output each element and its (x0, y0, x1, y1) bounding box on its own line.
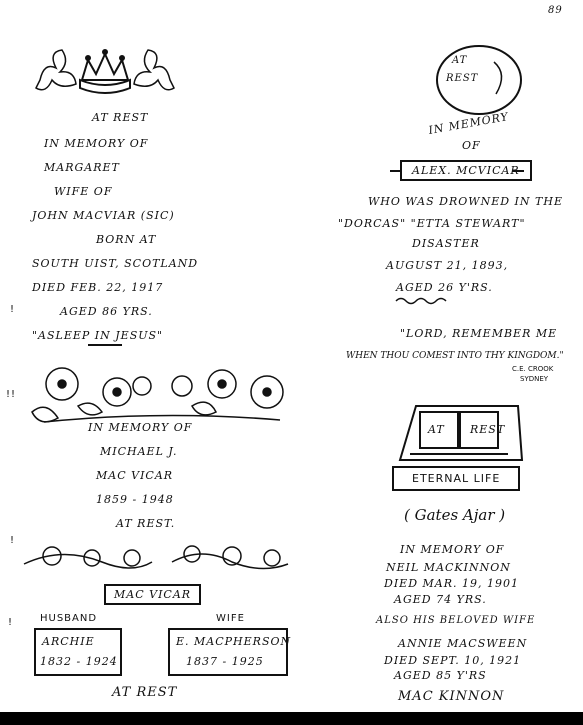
family-at-rest: AT REST (112, 685, 178, 700)
surname-banner: MAC VICAR (104, 584, 202, 605)
verse-underline (88, 344, 122, 346)
birthplace: SOUTH UIST, SCOTLAND (32, 257, 199, 270)
wife-full-name: ANNIE MACSWEEN (398, 637, 528, 650)
age: AGED 86 YRS. (60, 305, 153, 318)
husband-dates: 1832 - 1924 (40, 655, 118, 668)
born-at: BORN AT (96, 233, 157, 246)
wife-age: AGED 85 Y'RS (394, 669, 487, 682)
husband-name: JOHN MACVIAR (SIC) (32, 209, 175, 222)
in-memory-of: IN MEMORY OF (44, 137, 149, 150)
verse-line-2: WHEN THOU COMEST INTO THY KINGDOM." (346, 351, 564, 361)
epitaph-verse: "ASLEEP IN JESUS" (32, 329, 164, 342)
death-date: DIED FEB. 22, 1917 (32, 281, 164, 294)
book-name: NEIL MACKINNON (386, 561, 511, 574)
name-scroll: ALEX. MCVICAR (400, 160, 532, 181)
gates-ajar-script: ( Gates Ajar ) (404, 506, 506, 524)
wife-dates: 1837 - 1925 (186, 655, 264, 668)
book-aged: AGED 74 YRS. (394, 593, 487, 606)
stonemaker-city: SYDNEY (520, 375, 549, 383)
scroll-line-left (390, 170, 400, 172)
stonemaker: C.E. CROOK (512, 365, 554, 373)
book-surname: MAC KINNON (398, 689, 505, 704)
flower-dates: 1859 - 1948 (96, 493, 174, 506)
husband-label: HUSBAND (40, 613, 98, 624)
wife-name: E. MACPHERSON (176, 635, 292, 648)
wife-plaque (168, 628, 288, 676)
scribble-ornament (395, 297, 447, 305)
flower-in-memory: IN MEMORY OF (88, 421, 193, 434)
flower-border-icon (23, 545, 289, 570)
also-beloved-wife: ALSO HIS BELOVED WIFE (376, 615, 536, 626)
arched-of: OF (462, 139, 481, 152)
book-page-left: AT (428, 423, 445, 436)
flower-surname: MAC VICAR (96, 469, 174, 482)
medallion-rest: REST (446, 73, 479, 84)
page-number: 89 (548, 5, 563, 16)
ship-names: "DORCAS" "ETTA STEWART" (338, 217, 526, 230)
book-in-memory: IN MEMORY OF (400, 543, 505, 556)
wife-label: WIFE (216, 613, 245, 624)
at-rest-medallion (436, 45, 522, 115)
medallion-at: AT (452, 55, 468, 66)
bottom-edge (0, 712, 583, 725)
wife-of: WIFE OF (54, 185, 113, 198)
husband-plaque (34, 628, 122, 676)
deceased-name: MARGARET (44, 161, 120, 174)
margin-mark: ! (10, 304, 16, 315)
disaster: DISASTER (412, 237, 480, 250)
wife-death-date: DIED SEPT. 10, 1921 (384, 654, 522, 667)
margin-mark: !! (6, 389, 17, 400)
crown-icon (35, 49, 175, 94)
drowning-date: AUGUST 21, 1893, (386, 259, 509, 272)
drowned-line: WHO WAS DROWNED IN THE (368, 195, 563, 208)
flower-first-name: MICHAEL J. (100, 445, 178, 458)
at-rest-heading: AT REST (92, 111, 149, 124)
margin-mark: ! (8, 617, 14, 628)
book-page-right: REST (470, 423, 506, 436)
open-book-icon (398, 405, 524, 461)
drowning-age: AGED 26 Y'RS. (396, 281, 493, 294)
scroll-line-right (512, 170, 524, 172)
husband-first-name: ARCHIE (42, 635, 95, 648)
verse-line-1: "LORD, REMEMBER ME (400, 327, 558, 340)
flower-at-rest: AT REST. (116, 517, 176, 530)
book-died: DIED MAR. 19, 1901 (384, 577, 519, 590)
flower-garland-icon (31, 367, 284, 423)
margin-mark: ! (10, 535, 16, 546)
eternal-life-banner: ETERNAL LIFE (392, 466, 521, 491)
